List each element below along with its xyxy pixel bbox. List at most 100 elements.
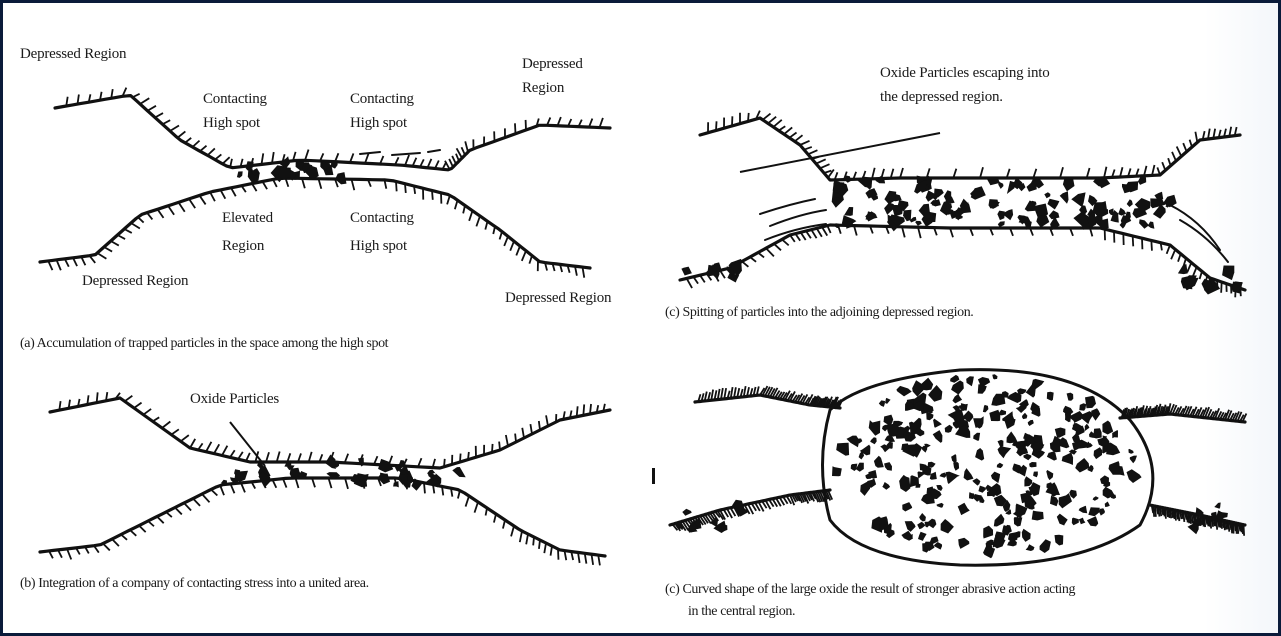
hatch-mark — [1236, 523, 1237, 534]
oxide-particle — [1178, 264, 1188, 274]
oxide-particle — [920, 464, 927, 471]
panel-a-upper-surface — [55, 96, 610, 170]
oxide-particle — [1130, 456, 1137, 464]
hatch-mark — [138, 217, 144, 223]
hatch-mark — [210, 192, 215, 201]
oxide-particle — [1055, 535, 1064, 546]
hatch-mark — [768, 117, 776, 124]
oxide-particle — [921, 378, 933, 391]
oxide-particle — [1128, 449, 1133, 454]
oxide-particle — [862, 177, 872, 190]
oxide-particle — [989, 199, 999, 208]
label-depressed-region-bottom-right: Depressed Region — [505, 289, 611, 308]
panel-a-lower-surface-hatch — [48, 178, 584, 278]
hatch-mark — [193, 499, 200, 506]
oxide-particle — [964, 468, 974, 480]
hatch-mark — [493, 227, 495, 235]
hatch-mark — [125, 396, 133, 402]
hatch-mark — [206, 442, 211, 452]
oxide-particle — [1029, 462, 1036, 467]
oxide-particle — [1188, 523, 1199, 535]
oxide-particle — [998, 446, 1012, 458]
hatch-mark — [469, 211, 472, 221]
oxide-particle — [953, 462, 959, 471]
oxide-particle — [1050, 496, 1058, 507]
hatch-mark — [133, 94, 140, 97]
hatch-mark — [1244, 525, 1245, 536]
hatch-mark — [455, 200, 458, 209]
hatch-mark — [544, 543, 546, 553]
hatch-mark — [424, 483, 425, 494]
hatch-mark — [184, 503, 191, 510]
hatch-mark — [97, 253, 106, 259]
hatch-mark — [1190, 140, 1192, 147]
hatch-mark — [1162, 162, 1165, 170]
hatch-mark — [1221, 282, 1222, 293]
hatch-mark — [352, 179, 355, 190]
oxide-particle — [1055, 428, 1066, 438]
oxide-particle — [1120, 221, 1127, 228]
hatch-mark — [166, 512, 172, 517]
oxide-particle — [945, 425, 953, 433]
oxide-particle — [975, 448, 984, 461]
hatch-mark — [466, 496, 469, 507]
oxide-particle — [1094, 447, 1103, 459]
oxide-particle — [1093, 496, 1099, 501]
hatch-mark — [1183, 143, 1186, 152]
hatch-mark — [485, 221, 487, 229]
panel-c1-upper-surface-hatch — [708, 111, 1237, 180]
oxide-particle — [1059, 493, 1072, 508]
oxide-particle — [915, 483, 920, 488]
hatch-mark — [539, 540, 540, 549]
hatch-mark — [530, 424, 532, 434]
oxide-particle — [983, 526, 993, 539]
oxide-particle — [998, 440, 1004, 447]
oxide-particle — [1127, 469, 1142, 483]
hatch-mark — [1229, 521, 1230, 531]
oxide-particle — [950, 375, 959, 383]
hatch-mark — [168, 206, 174, 215]
oxide-particle — [1100, 475, 1109, 484]
oxide-particle — [997, 211, 1004, 221]
hatch-mark — [795, 135, 803, 141]
hatch-mark — [784, 127, 792, 134]
oxide-particle — [1102, 421, 1113, 435]
label-contacting-3-line2: High spot — [350, 237, 407, 256]
hatch-mark — [806, 231, 811, 238]
oxide-particle — [879, 400, 885, 407]
label-oxide-escaping-line2: the depressed region. — [880, 88, 1003, 107]
hatch-mark — [520, 531, 522, 542]
hatch-mark — [500, 232, 502, 240]
hatch-mark — [1187, 263, 1191, 273]
oxide-particle — [966, 376, 974, 386]
hatch-mark — [811, 230, 816, 239]
hatch-mark — [1153, 506, 1154, 517]
oxide-particle — [928, 519, 937, 529]
hatch-mark — [816, 159, 826, 163]
oxide-particle — [1071, 192, 1085, 207]
hatch-mark — [147, 213, 152, 220]
oxide-particle — [991, 472, 1000, 484]
panel-c2-upper-right-surface-hatch — [1122, 403, 1247, 421]
oxide-particle — [1072, 518, 1079, 526]
label-contacting-3-line1: Contacting — [350, 209, 414, 228]
hatch-mark — [824, 171, 831, 173]
hatch-mark — [200, 146, 206, 151]
hatch-mark — [1151, 240, 1152, 250]
hatch-mark — [551, 546, 552, 556]
panel-a-upper-surface-hatch — [66, 88, 603, 170]
hatch-mark — [214, 444, 219, 453]
oxide-particle — [930, 472, 937, 480]
hatch-mark — [111, 241, 119, 246]
hatch-mark — [800, 141, 810, 145]
hatch-mark — [59, 401, 60, 410]
hatch-mark — [221, 190, 226, 199]
hatch-mark — [804, 147, 812, 150]
oxide-particle — [851, 464, 858, 471]
oxide-particle — [1026, 544, 1035, 551]
panel-c1-lower-surface — [680, 225, 1245, 290]
oxide-particle — [926, 412, 933, 420]
hatch-mark — [766, 248, 774, 256]
hatch-mark — [720, 270, 725, 278]
hatch-mark — [1233, 522, 1234, 533]
